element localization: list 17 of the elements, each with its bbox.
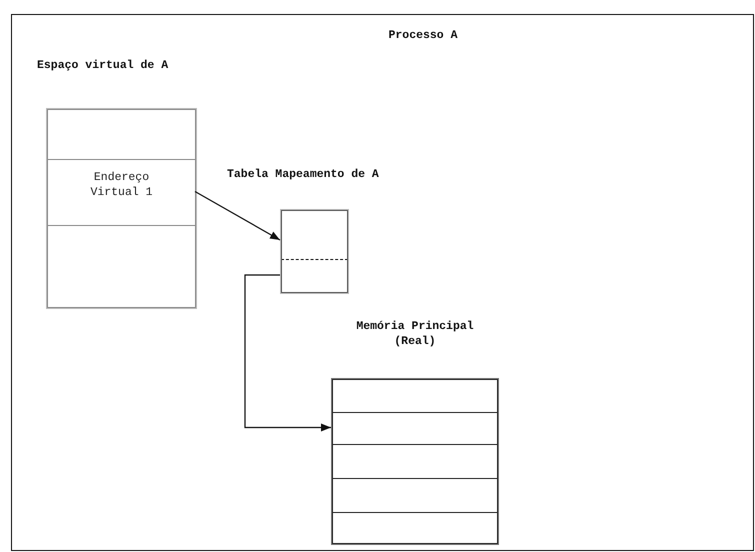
memory-cell [47, 109, 196, 160]
arrow [194, 190, 280, 241]
process-title: Processo A [387, 28, 458, 43]
section-heading: Memória Principal (Real) [355, 319, 475, 349]
memory-cell [47, 159, 196, 226]
memory-row [332, 512, 498, 544]
arrow [244, 274, 331, 432]
memory-row [332, 444, 498, 479]
section-heading: Tabela Mapeamento de A [227, 167, 380, 182]
table-entry [281, 210, 348, 260]
memory-row [332, 412, 498, 445]
section-heading: Espaço virtual de A [37, 58, 170, 73]
memory-row [332, 478, 498, 513]
cell-label: Endereço Virtual 1 [89, 170, 154, 200]
table-entry [281, 259, 348, 293]
memory-cell [47, 225, 196, 308]
memory-row [332, 379, 498, 413]
